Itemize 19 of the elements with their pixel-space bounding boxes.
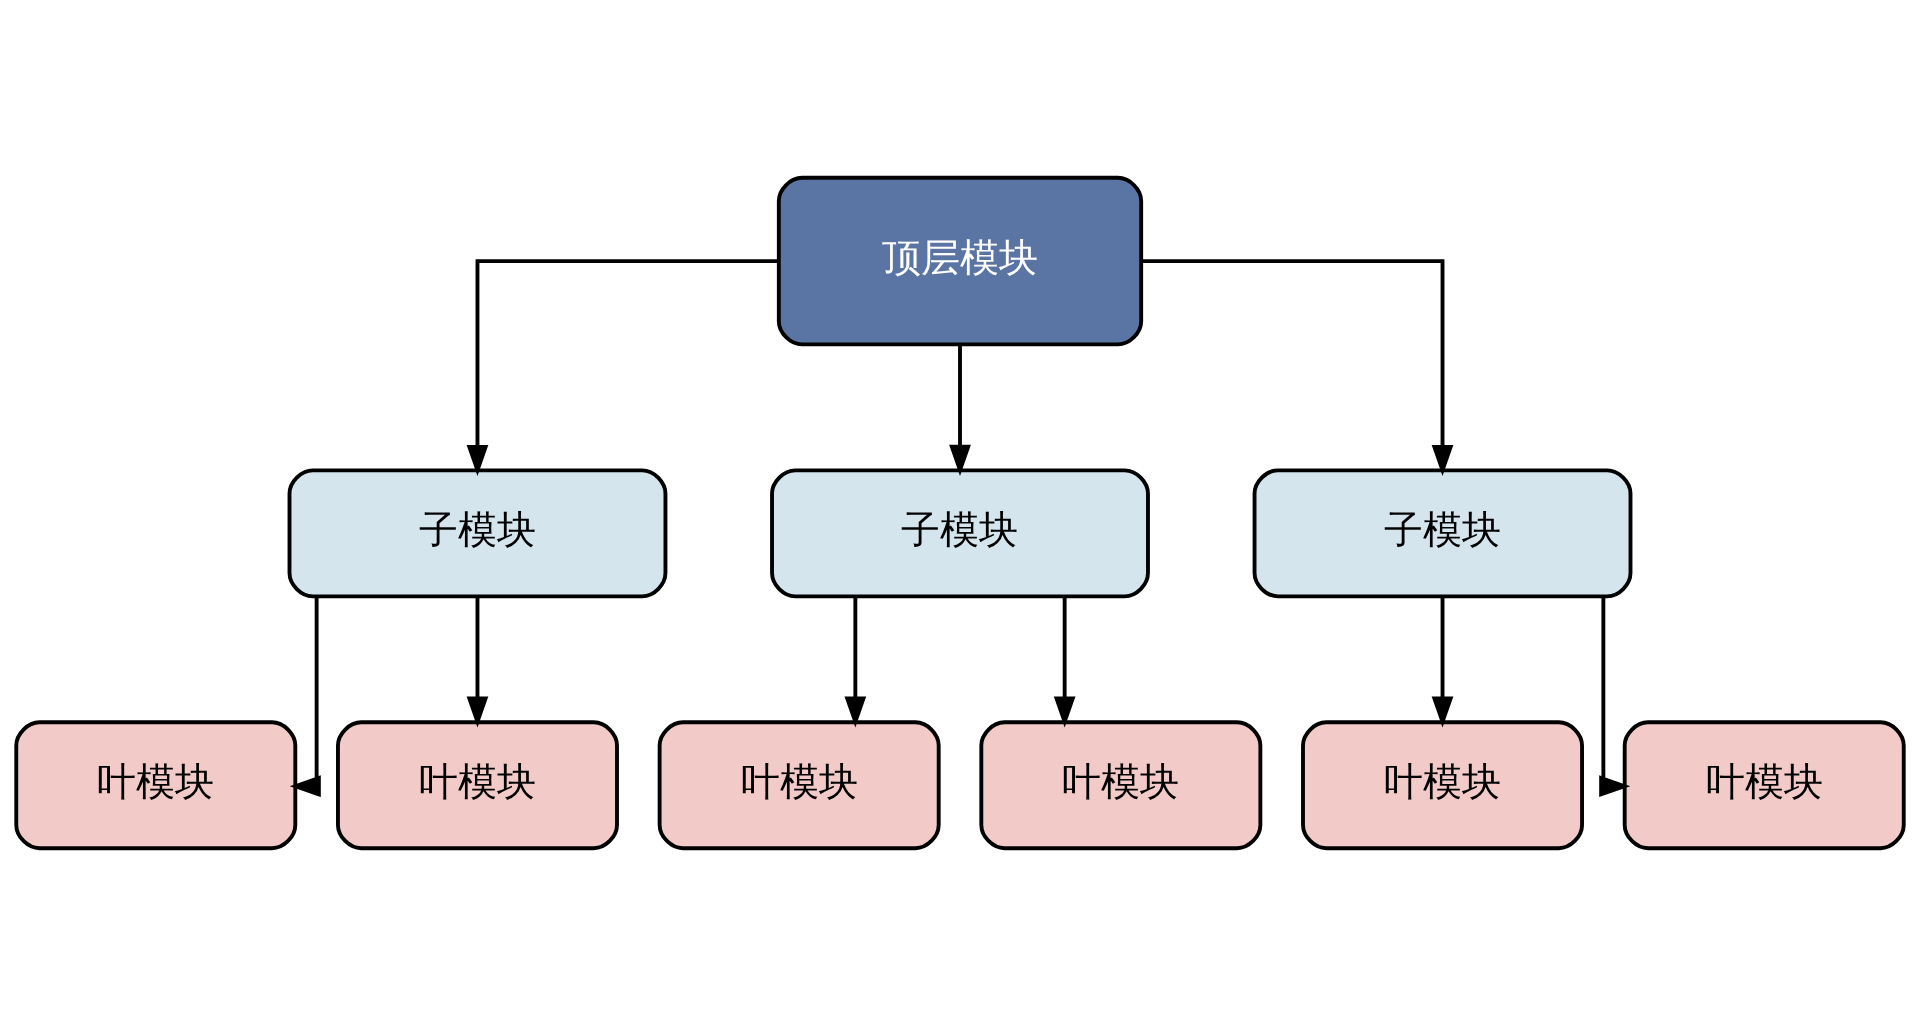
node-box: 叶模块: [1301, 720, 1584, 851]
node-box: 子模块: [287, 468, 668, 599]
node-box: 叶模块: [979, 720, 1263, 851]
arrow: [289, 596, 321, 798]
node-box: 子模块: [1252, 468, 1633, 599]
node-box: 叶模块: [336, 720, 619, 851]
arrow: [466, 259, 779, 477]
node-box: 子模块: [770, 468, 1150, 599]
arrow: [844, 596, 867, 728]
arrow: [1599, 596, 1631, 798]
arrow: [1141, 259, 1454, 477]
node-box: 叶模块: [14, 720, 298, 851]
arrow: [949, 345, 971, 476]
node-box: 叶模块: [657, 720, 941, 851]
arrow: [466, 596, 489, 728]
arrow: [1053, 596, 1076, 728]
arrow: [1431, 596, 1454, 728]
node-box: 顶层模块: [776, 175, 1144, 347]
node-box: 叶模块: [1622, 720, 1906, 851]
